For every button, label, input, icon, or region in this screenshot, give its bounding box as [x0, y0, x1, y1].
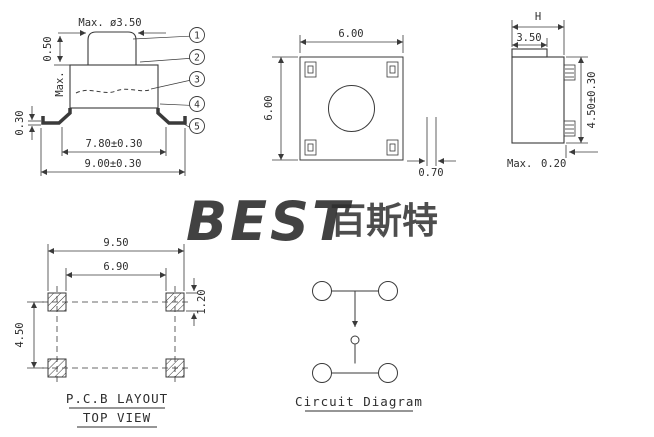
pcb-layout-title: P.C.B LAYOUT	[66, 391, 168, 406]
button-cap	[87, 31, 137, 65]
dim-lead-thickness-text: 0.30	[14, 110, 26, 135]
side-view: H 3.50 4.50±0.30 Max. 0.20	[507, 11, 598, 170]
dim-top-width-text: 6.00	[338, 28, 363, 40]
pcb-layout: 9.50 6.90 1.20 4.50 P.C.B LAYOUT TOP VIE…	[14, 237, 208, 428]
dim-pcb-inner-text: 6.90	[103, 261, 128, 273]
dim-pad-width: 1.20	[186, 278, 208, 326]
dim-side-standoff-value: 0.20	[541, 158, 566, 170]
top-view: 6.00 6.00 0.70	[263, 28, 456, 179]
dim-top-width: 6.00	[299, 28, 404, 53]
dim-pad-width-text: 1.20	[196, 289, 208, 314]
callout-3-number: 3	[194, 75, 200, 86]
dim-outer-width-text: 9.00±0.30	[85, 158, 142, 170]
dim-inner-width-text: 7.80±0.30	[86, 138, 143, 150]
switch-body	[69, 64, 159, 109]
dim-side-height-text: 4.50±0.30	[586, 72, 598, 129]
dim-side-cap: 3.50	[512, 32, 548, 48]
dim-lead-width-text: 0.70	[418, 167, 443, 179]
pcb-top-view-subtitle: TOP VIEW	[83, 410, 151, 425]
callout-2: 2	[139, 49, 205, 65]
left-lead	[41, 108, 72, 125]
dim-side-standoff: Max. 0.20	[507, 145, 598, 170]
right-lead	[156, 108, 187, 125]
side-cap	[511, 48, 548, 58]
callout-5-number: 5	[194, 122, 200, 133]
dim-lead-thickness: 0.30	[14, 106, 41, 140]
dim-row-pitch: 4.50	[14, 301, 44, 369]
dim-side-standoff-label: Max.	[507, 158, 532, 170]
pcb-pads	[47, 292, 185, 378]
dome-contact-dashed	[75, 88, 153, 94]
pcb-centerlines	[42, 286, 190, 384]
dim-lead-width: 0.70	[407, 117, 456, 179]
dim-cap-diameter: Max. ø3.50	[58, 17, 166, 36]
terminal-bottom-right	[378, 363, 398, 383]
callout-3: 3	[150, 71, 205, 90]
circuit-diagram: Circuit Diagram	[295, 281, 423, 412]
switch-side-outline	[511, 48, 565, 144]
dim-pcb-outer: 9.50	[47, 237, 185, 291]
dim-row-pitch-text: 4.50	[14, 322, 26, 347]
dim-cap-diameter-text: Max. ø3.50	[78, 17, 141, 29]
dim-body-max-text: Max.	[54, 71, 66, 96]
dim-cap-height: 0.50 Max.	[42, 36, 70, 97]
callout-2-number: 2	[194, 53, 200, 64]
button-circle	[328, 85, 375, 132]
watermark: BEST 百斯特	[186, 190, 438, 253]
dim-pcb-outer-text: 9.50	[103, 237, 128, 249]
dim-cap-height-text: 0.50	[42, 36, 54, 61]
callout-4-number: 4	[194, 100, 200, 111]
side-terminals	[563, 64, 576, 137]
dim-side-height: 4.50±0.30	[566, 56, 598, 144]
terminal-top-right	[378, 281, 398, 301]
circuit-caption: Circuit Diagram	[295, 394, 423, 412]
dim-side-cap-text: 3.50	[516, 32, 541, 44]
callout-5: 5	[181, 118, 205, 134]
terminal-bottom-left	[312, 363, 332, 383]
switch-top-outline	[299, 56, 404, 161]
watermark-cjk: 百斯特	[330, 201, 438, 242]
front-view: Max. ø3.50 0.50 Max. 7.80±0.30 9.00±0.30…	[14, 17, 205, 176]
callout-1: 1	[132, 27, 205, 43]
callout-4: 4	[159, 96, 205, 112]
dim-top-depth-text: 6.00	[263, 95, 275, 120]
terminal-top-left	[312, 281, 332, 301]
dim-outer-width: 9.00±0.30	[40, 128, 186, 176]
dim-side-total-text: H	[535, 11, 541, 23]
circuit-wires	[331, 290, 379, 374]
dim-inner-width: 7.80±0.30	[61, 127, 167, 156]
dim-pcb-inner: 6.90	[65, 261, 167, 291]
dim-top-depth: 6.00	[263, 56, 298, 161]
side-body	[511, 56, 565, 144]
switch-front-outline	[41, 31, 187, 125]
circuit-title: Circuit Diagram	[295, 394, 423, 409]
callout-1-number: 1	[194, 31, 200, 42]
corner-terminals	[304, 61, 399, 156]
watermark-latin: BEST	[186, 190, 353, 253]
switch-contact	[350, 335, 360, 345]
pcb-captions: P.C.B LAYOUT TOP VIEW	[66, 391, 168, 428]
